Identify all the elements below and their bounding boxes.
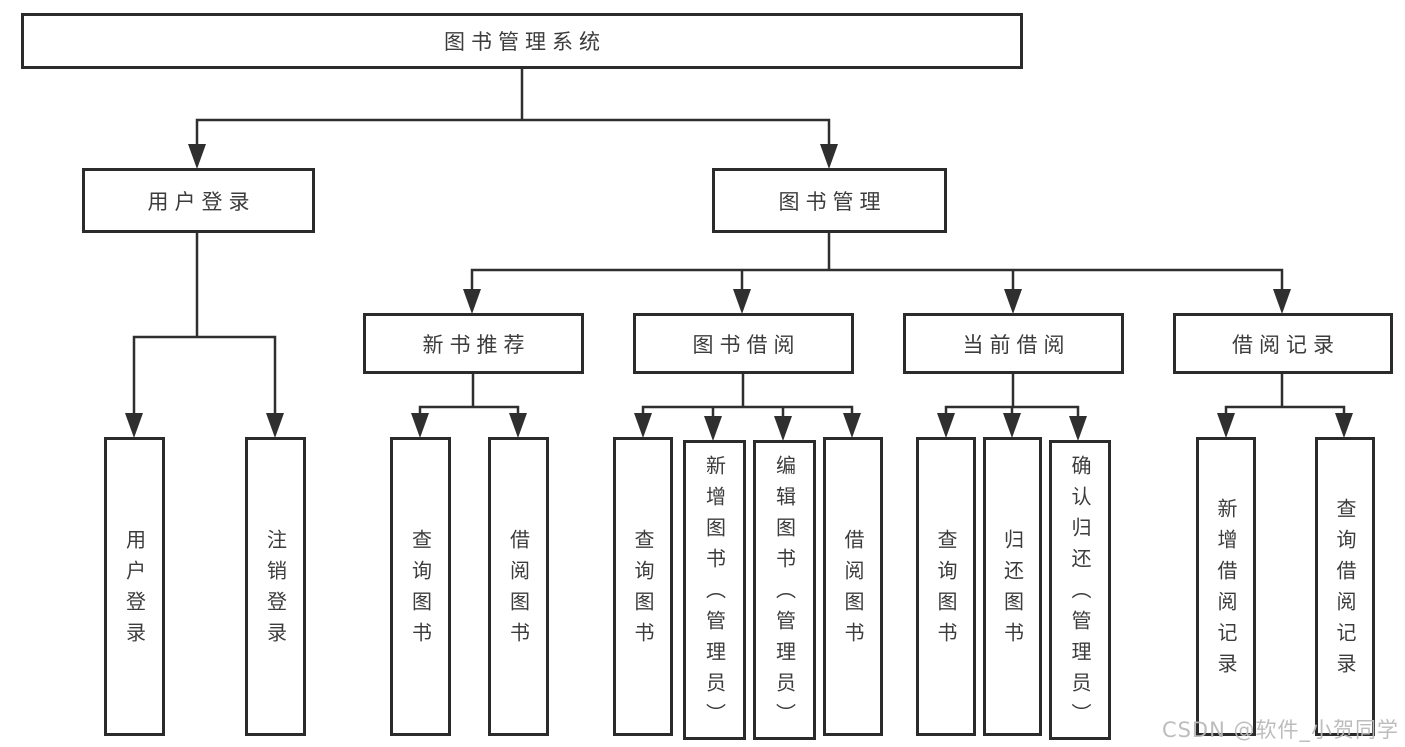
node-new-book-recommend-label: 新书推荐 <box>422 332 531 357</box>
leaf-borrowing-query-books-label: 查询图书 <box>631 528 655 653</box>
node-book-management: 图书管理 <box>712 168 947 233</box>
leaf-add-borrow-record-label: 新增借阅记录 <box>1214 497 1238 684</box>
leaf-logout: 注销登录 <box>245 437 306 736</box>
leaf-borrowing-query-books: 查询图书 <box>613 437 673 736</box>
node-book-management-label: 图书管理 <box>778 189 887 214</box>
connector-strokes <box>132 68 1346 433</box>
node-book-borrowing-label: 图书借阅 <box>692 332 801 357</box>
leaf-recommend-borrow-books: 借阅图书 <box>488 437 549 736</box>
leaf-query-borrow-record-label: 查询借阅记录 <box>1333 497 1357 684</box>
leaf-return-book-label: 归还图书 <box>1000 528 1025 653</box>
node-user-login: 用户登录 <box>82 168 315 233</box>
leaf-current-query-books-label: 查询图书 <box>934 528 958 653</box>
leaf-recommend-query-books-label: 查询图书 <box>408 528 433 653</box>
leaf-confirm-return-admin: 确认归还（管理员） <box>1049 440 1111 740</box>
node-new-book-recommend: 新书推荐 <box>363 313 584 374</box>
leaf-add-book-admin-label: 新增图书（管理员） <box>702 454 727 734</box>
leaf-borrowing-borrow-books: 借阅图书 <box>823 437 883 736</box>
leaf-borrowing-borrow-books-label: 借阅图书 <box>841 528 865 653</box>
leaf-current-query-books: 查询图书 <box>916 437 976 736</box>
node-root: 图书管理系统 <box>21 13 1023 69</box>
node-current-borrowing: 当前借阅 <box>903 313 1124 374</box>
leaf-add-book-admin: 新增图书（管理员） <box>683 440 746 740</box>
leaf-confirm-return-admin-label: 确认归还（管理员） <box>1068 454 1092 734</box>
leaf-logout-label: 注销登录 <box>263 528 288 653</box>
node-borrowing-records-label: 借阅记录 <box>1232 332 1340 357</box>
leaf-return-book: 归还图书 <box>983 437 1042 736</box>
leaf-query-borrow-record: 查询借阅记录 <box>1315 437 1375 736</box>
node-user-login-label: 用户登录 <box>147 189 256 214</box>
leaf-edit-book-admin-label: 编辑图书（管理员） <box>772 454 797 734</box>
leaf-edit-book-admin: 编辑图书（管理员） <box>753 440 816 740</box>
node-book-borrowing: 图书借阅 <box>633 313 854 374</box>
leaf-add-borrow-record: 新增借阅记录 <box>1196 437 1256 736</box>
connector-arrowheads <box>125 144 1353 441</box>
node-root-label: 图书管理系统 <box>444 30 606 54</box>
leaf-user-login-label: 用户登录 <box>122 528 147 653</box>
watermark: CSDN @软件_小贺同学 <box>1161 718 1399 742</box>
leaf-recommend-borrow-books-label: 借阅图书 <box>506 528 531 653</box>
node-current-borrowing-label: 当前借阅 <box>962 332 1071 357</box>
leaf-recommend-query-books: 查询图书 <box>390 437 451 736</box>
node-borrowing-records: 借阅记录 <box>1173 313 1393 374</box>
leaf-user-login: 用户登录 <box>104 437 165 736</box>
